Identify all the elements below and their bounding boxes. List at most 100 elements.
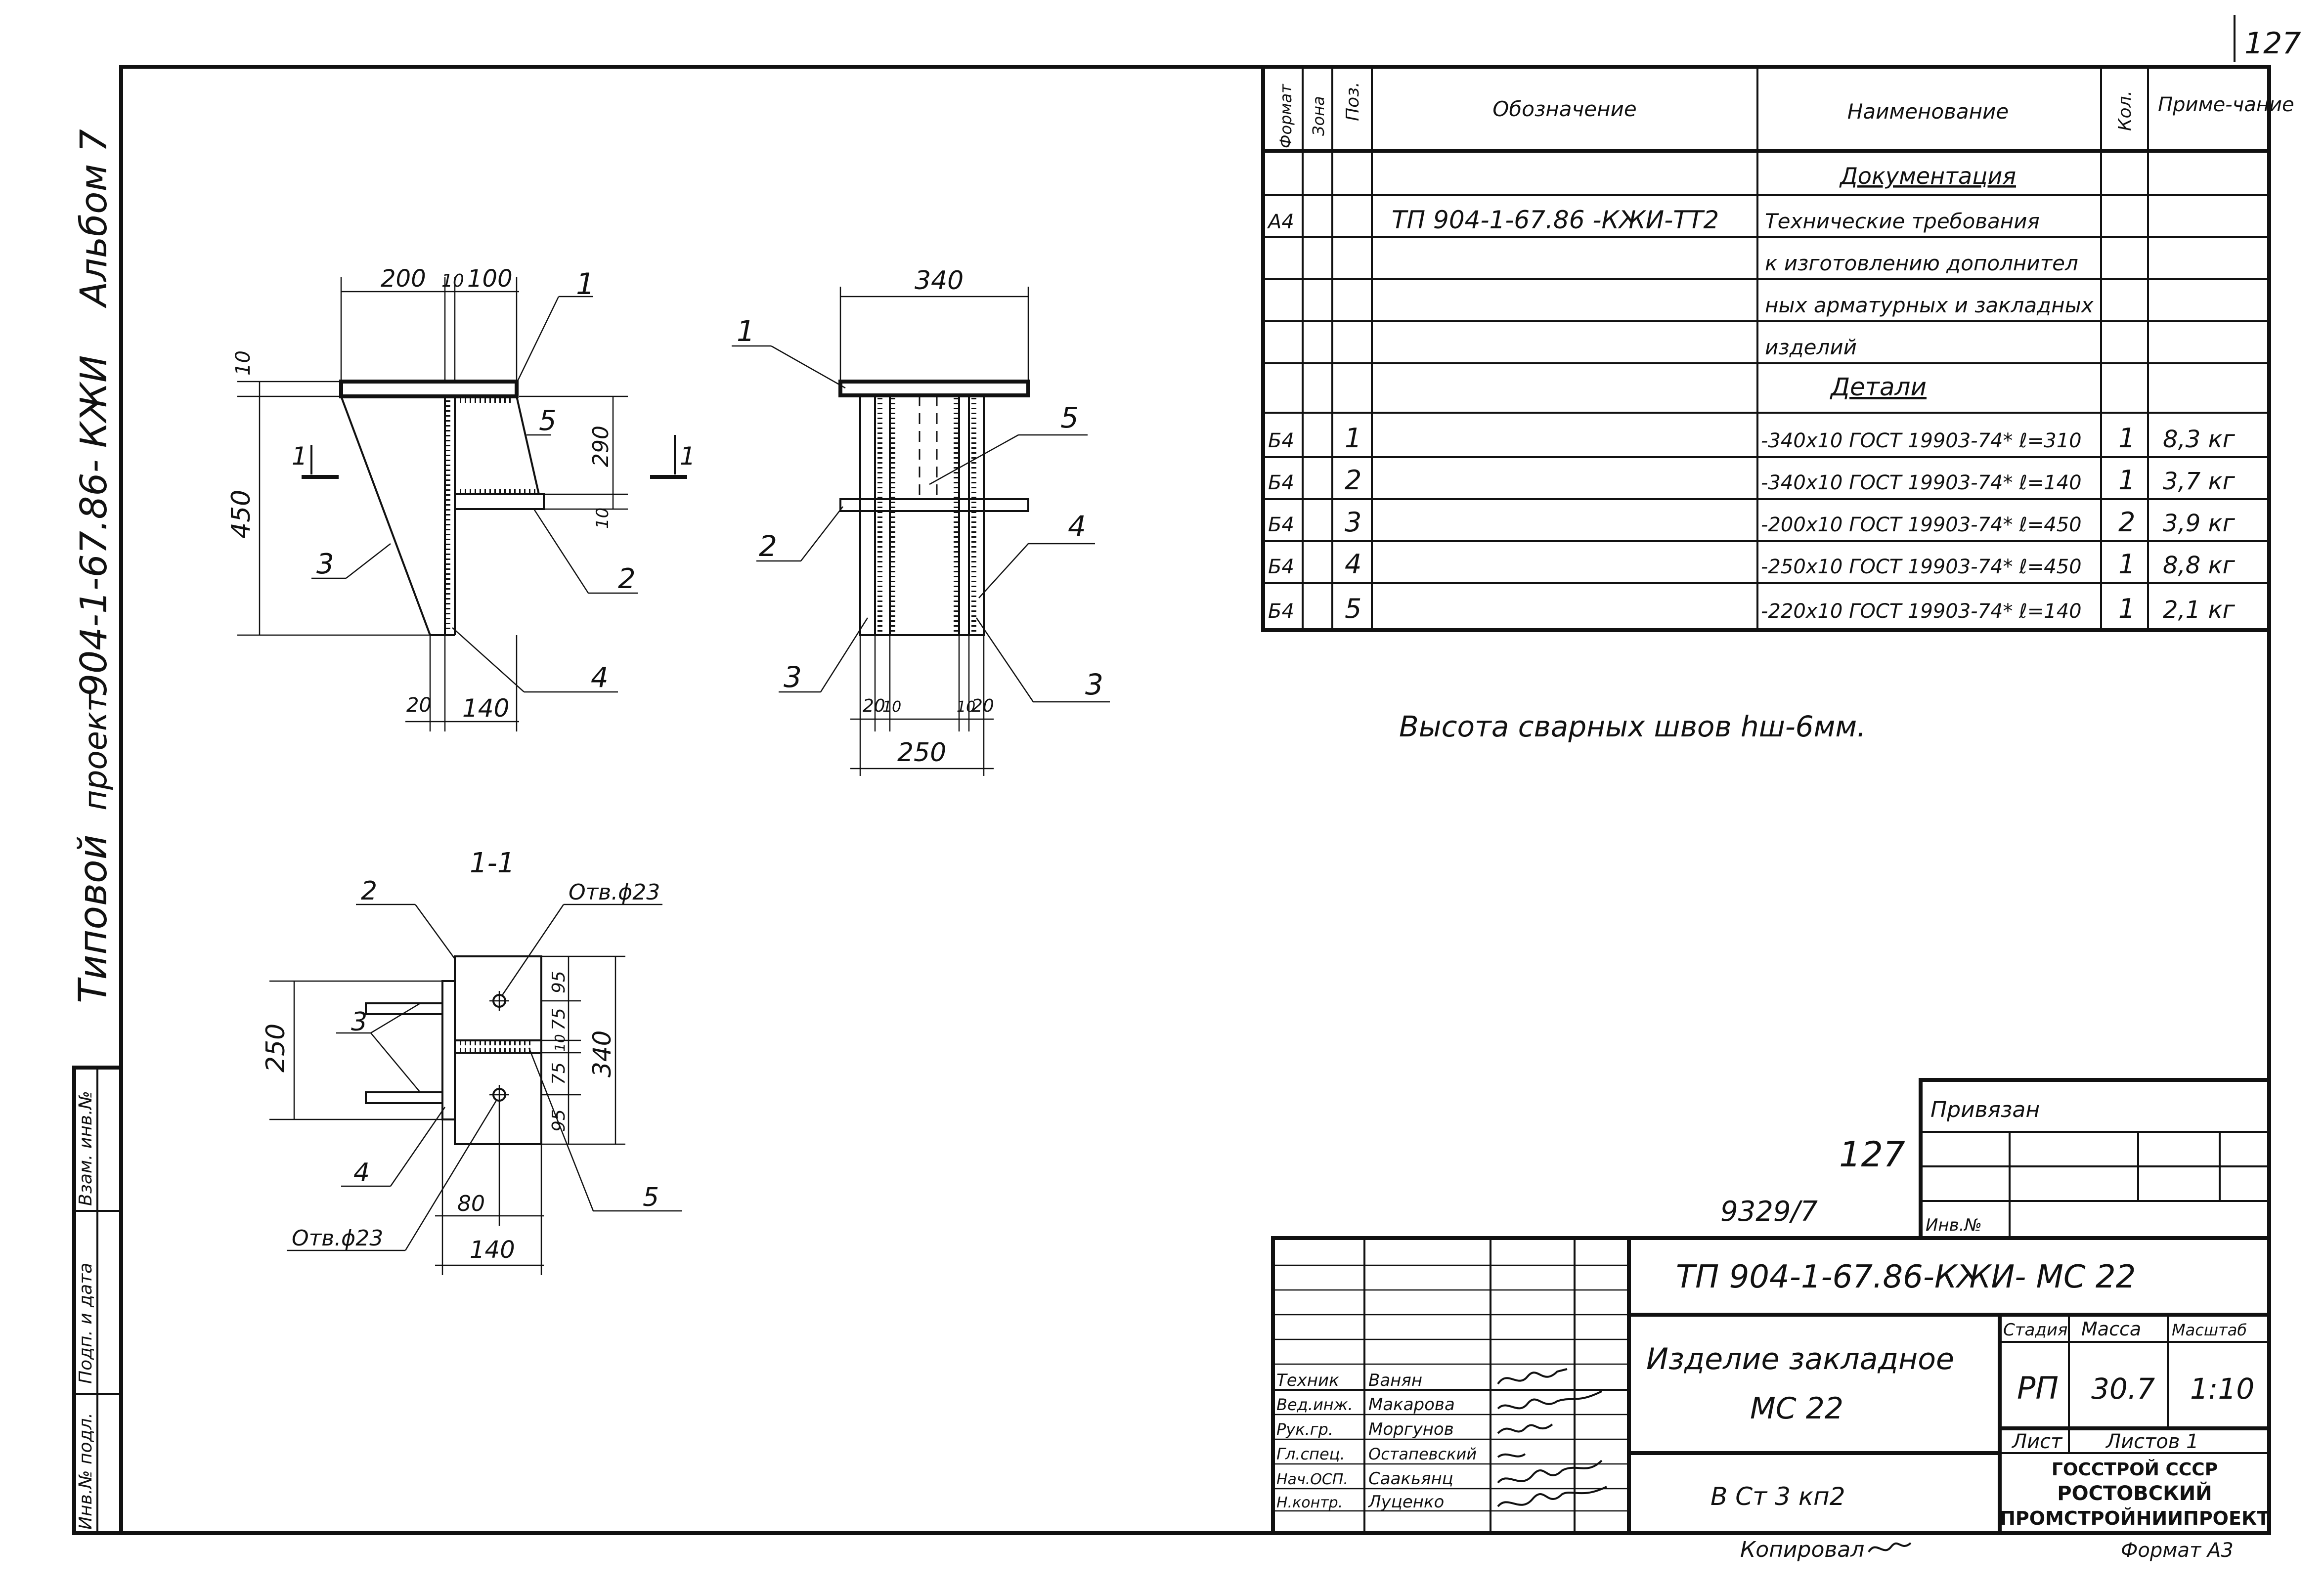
spec-row-format: Б4 <box>1268 472 1294 494</box>
spec-doc-name-4: изделий <box>1765 335 1857 359</box>
sec-label-3: 3 <box>351 1007 367 1037</box>
binding-title: Привязан <box>1930 1097 2040 1122</box>
v1-dim-bot-a: 20 <box>406 694 432 717</box>
sec-hole-top: Отв.ϕ23 <box>569 880 660 905</box>
sec-dim-b2: 140 <box>470 1236 515 1264</box>
side-stamp: Взам. инв.№ Подп. и дата Инв.№ подл. <box>72 1066 123 1535</box>
spec-row-qty: 2 <box>2118 507 2135 538</box>
v1-dim-plate: 10 <box>232 350 255 376</box>
spec-row-name: -220х10 ГОСТ 19903-74* ℓ=140 <box>1761 600 2082 623</box>
spec-row: Б4 2 -340х10 ГОСТ 19903-74* ℓ=140 1 3,7 … <box>1268 465 2236 496</box>
stage-header: Стадия <box>2003 1320 2067 1340</box>
spec-header-designation: Обозначение <box>1492 97 1636 121</box>
handwritten-num: 127 <box>1839 1134 1905 1175</box>
spec-doc-name-3: ных арматурных и закладных <box>1765 293 2094 317</box>
drawing-frame <box>119 65 2271 1535</box>
spec-header-zone: Зона <box>1309 96 1328 136</box>
sec-dim-r4: 75 <box>549 1062 569 1085</box>
spec-row-qty: 1 <box>2118 465 2135 496</box>
v1-section-mark-left: 1 <box>292 442 307 471</box>
side-title-3: 904-1-67.86- КЖИ <box>73 355 115 697</box>
mass-header: Масса <box>2081 1318 2141 1340</box>
sec-dim-left: 250 <box>261 1024 291 1073</box>
v2-dim-top: 340 <box>915 266 964 296</box>
spec-header-format: Формат <box>1276 84 1295 148</box>
page-number: 127 <box>2244 26 2301 61</box>
binding-inv: Инв.№ <box>1926 1215 1982 1235</box>
sec-dim-b1: 80 <box>457 1191 485 1216</box>
spec-row: Б4 3 -200х10 ГОСТ 19903-74* ℓ=450 2 3,9 … <box>1268 507 2236 538</box>
person-name: Остапевский <box>1368 1445 1477 1463</box>
spec-row-format: Б4 <box>1268 514 1294 536</box>
v2-dim-bl1: 20 <box>863 696 885 716</box>
person-role: Гл.спец. <box>1276 1445 1345 1463</box>
v1-label-3: 3 <box>316 548 334 580</box>
spec-doc-name-1: Технические требования <box>1765 209 2040 233</box>
spec-row: Б4 5 -220х10 ГОСТ 19903-74* ℓ=140 1 2,1 … <box>1268 593 2236 624</box>
sec-dim-r3: 10 <box>552 1034 568 1052</box>
personnel-row: Гл.спец. Остапевский <box>1276 1445 1477 1463</box>
sheet-header: Лист <box>2011 1430 2063 1453</box>
v2-label-3b: 3 <box>1085 668 1103 701</box>
v1-label-1: 1 <box>576 267 595 301</box>
spec-doc-format: А4 <box>1267 211 1294 233</box>
spec-section-docs: Документация <box>1839 163 2016 189</box>
title-block: Техник Ванян Вед.инж. Макарова Рук.гр. М… <box>1271 1236 2271 1535</box>
sec-hole-bottom: Отв.ϕ23 <box>292 1226 383 1251</box>
spec-header-qty: Кол. <box>2115 90 2135 131</box>
spec-row-name: -340х10 ГОСТ 19903-74* ℓ=140 <box>1761 472 2082 494</box>
v1-section-mark-right: 1 <box>680 442 696 471</box>
v1-dim-upper: 290 <box>588 426 614 467</box>
view-side-elevation: 200 10 100 10 450 290 10 20 140 1 5 2 <box>226 265 696 731</box>
spec-row-qty: 1 <box>2118 593 2135 624</box>
v2-label-2: 2 <box>759 529 777 563</box>
person-role: Техник <box>1276 1371 1339 1390</box>
section-1-1: 1-1 250 95 75 10 7 <box>261 847 682 1275</box>
signature-scribbles <box>1497 1368 1607 1507</box>
spec-row-note: 8,3 кг <box>2163 426 2236 453</box>
person-role: Н.контр. <box>1276 1494 1343 1511</box>
v2-label-3a: 3 <box>784 660 802 694</box>
mass-value: 30.7 <box>2091 1372 2155 1406</box>
handwritten-code: 9329/7 <box>1720 1196 1818 1228</box>
spec-row-format: Б4 <box>1268 600 1294 623</box>
binding-block: Привязан Инв.№ <box>1919 1078 2271 1240</box>
sec-label-5: 5 <box>643 1183 659 1212</box>
spec-row-pos: 2 <box>1345 465 1361 496</box>
sec-dim-total: 340 <box>588 1030 616 1077</box>
copied-signature <box>1868 1542 1912 1553</box>
personnel-row: Техник Ванян <box>1276 1371 1422 1390</box>
spec-doc-name-2: к изготовлению дополнител <box>1765 251 2078 275</box>
person-name: Ванян <box>1368 1371 1422 1390</box>
v2-dim-br1: 10 <box>957 698 975 716</box>
spec-row-name: -340х10 ГОСТ 19903-74* ℓ=310 <box>1761 429 2082 452</box>
v2-dim-bot: 250 <box>897 738 946 768</box>
person-name: Луценко <box>1367 1492 1444 1512</box>
v1-dim-height: 450 <box>226 490 256 539</box>
spec-section-parts: Детали <box>1830 373 1927 401</box>
spec-row-name: -250х10 ГОСТ 19903-74* ℓ=450 <box>1761 556 2082 578</box>
spec-row-pos: 4 <box>1345 549 1361 580</box>
v1-label-5: 5 <box>539 405 557 437</box>
person-name: Саакьянц <box>1368 1469 1453 1489</box>
spec-row-qty: 1 <box>2118 549 2135 580</box>
v1-dim-gap: 10 <box>593 508 613 529</box>
side-stamp-label-3: Инв.№ подл. <box>76 1413 96 1530</box>
spec-header-pos: Поз. <box>1343 82 1363 121</box>
v1-label-2: 2 <box>618 563 636 595</box>
personnel-row: Нач.ОСП. Саакьянц <box>1276 1469 1453 1489</box>
drawing-code: ТП 904-1-67.86-КЖИ- МС 22 <box>1676 1259 2136 1295</box>
spec-row-note: 2,1 кг <box>2163 596 2236 624</box>
spec-row-pos: 1 <box>1345 423 1361 454</box>
section-title: 1-1 <box>470 847 515 879</box>
v1-dim-top-b: 10 <box>441 271 464 291</box>
sheets-header: Листов 1 <box>2105 1430 2199 1453</box>
side-title: Типовой проект 904-1-67.86- КЖИ Альбом 7 <box>71 129 116 1003</box>
spec-header-note: Приме-чание <box>2158 93 2294 116</box>
side-stamp-label-1: Взам. инв.№ <box>76 1091 96 1206</box>
spec-doc-designation: ТП 904-1-67.86 -КЖИ-ТТ2 <box>1392 206 1719 234</box>
sec-label-2: 2 <box>361 876 377 906</box>
v2-dim-bl2: 10 <box>882 698 901 716</box>
side-title-1: Типовой <box>71 835 116 1003</box>
